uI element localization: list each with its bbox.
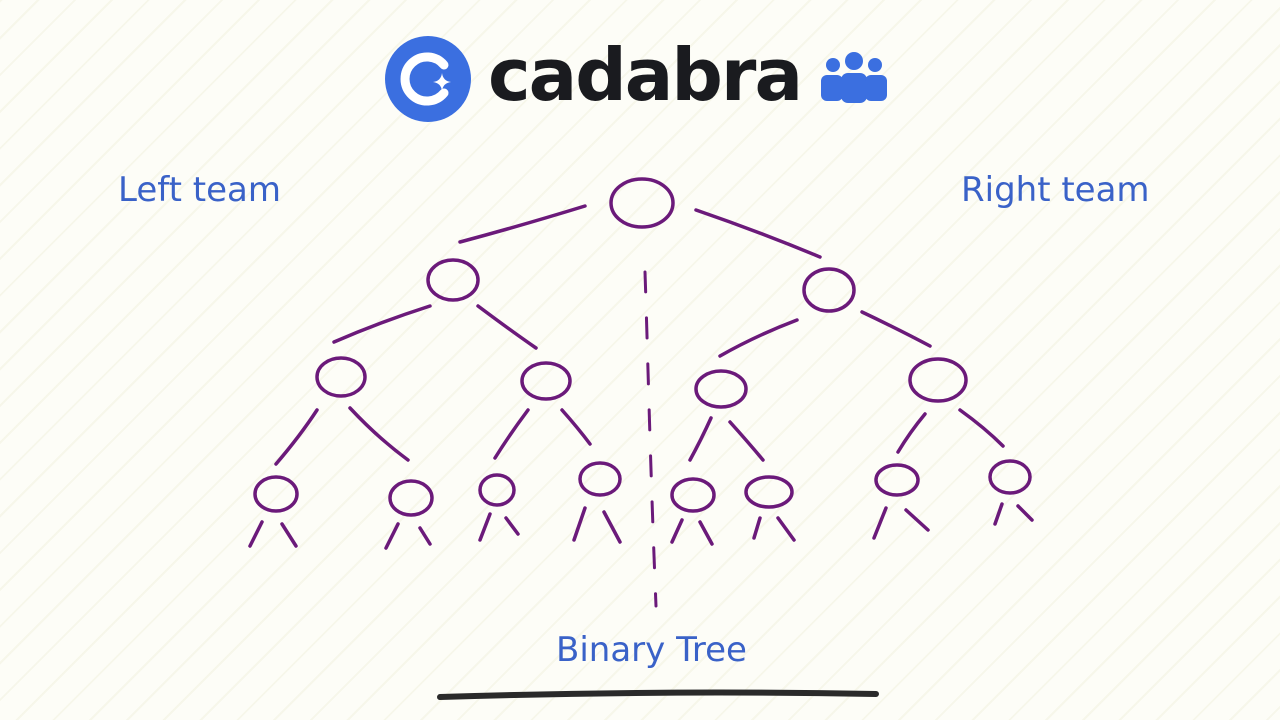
tree-edge <box>560 408 592 446</box>
team-divider-dashed-line <box>643 270 658 608</box>
tree-node-l3-8 <box>988 459 1032 495</box>
tree-node-l3-3 <box>478 473 516 507</box>
tree-edge-stub <box>670 518 684 544</box>
tree-edge-stub <box>776 516 796 542</box>
tree-edge-stub <box>602 510 622 544</box>
tree-node-l3-2 <box>388 479 434 517</box>
tree-edge <box>493 408 530 460</box>
tree-edge <box>688 416 713 462</box>
tree-edge-stub <box>384 522 400 550</box>
tree-node-l2-4 <box>908 357 968 403</box>
diagram-caption: Binary Tree <box>556 630 747 670</box>
tree-node-l3-4 <box>578 461 622 497</box>
tree-edge-stub <box>478 512 492 542</box>
tree-edge-stub <box>280 522 298 548</box>
tree-edge <box>274 408 319 466</box>
tree-edge <box>694 208 822 259</box>
left-team-label: Left team <box>118 170 281 210</box>
tree-edge <box>458 204 587 244</box>
brand-name: cadabra <box>488 33 803 117</box>
tree-node-l2-2 <box>520 361 572 401</box>
tree-node-l1-right <box>802 267 856 313</box>
tree-node-l3-1 <box>253 475 299 513</box>
tree-edge <box>860 310 932 348</box>
cadabra-logo-icon <box>385 36 471 122</box>
tree-edge-stub <box>904 508 930 532</box>
tree-edge-stub <box>1016 504 1034 522</box>
right-team-label: Right team <box>961 170 1150 210</box>
tree-edge <box>718 318 799 358</box>
tree-node-l2-3 <box>694 369 748 409</box>
brand-header: cadabra <box>384 34 889 124</box>
tree-edge-stub <box>993 502 1004 526</box>
tree-edge-stub <box>248 520 264 548</box>
tree-edge-stub <box>698 520 714 546</box>
tree-edge-stub <box>572 506 587 542</box>
tree-edge <box>332 304 432 344</box>
tree-edge-stub <box>418 526 432 546</box>
tree-edge <box>896 412 927 454</box>
tree-node-l3-5 <box>670 477 716 513</box>
tree-edge-stub <box>872 506 888 540</box>
tree-node-l1-left <box>426 258 480 302</box>
tree-edge <box>958 408 1005 448</box>
tree-node-l2-1 <box>315 356 367 398</box>
tree-edge-stub <box>752 516 762 540</box>
tree-node-l3-6 <box>744 475 794 509</box>
tree-edge <box>728 420 765 462</box>
tree-node-l3-7 <box>874 463 920 497</box>
tree-edge-stub <box>504 516 520 536</box>
tree-edge <box>348 406 410 462</box>
tree-node-root <box>609 177 675 229</box>
people-group-icon <box>821 52 888 103</box>
caption-underline <box>437 689 879 700</box>
tree-edge <box>476 304 538 350</box>
